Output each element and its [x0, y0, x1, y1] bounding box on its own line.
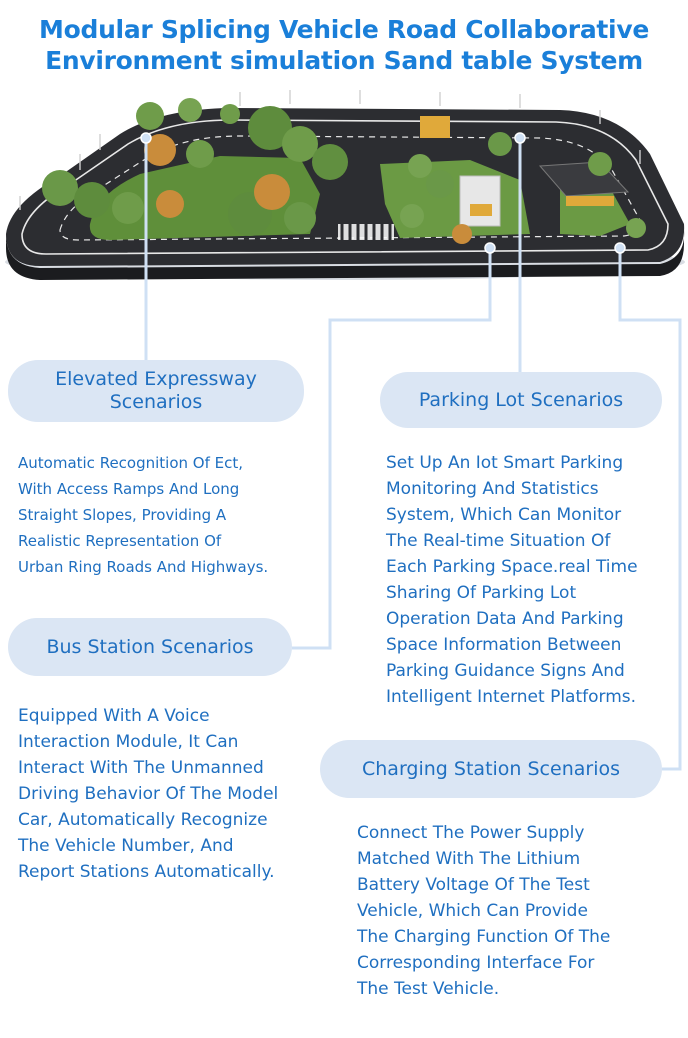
elevated-expressway-description: Automatic Recognition Of Ect, With Acces…	[18, 454, 269, 576]
page-title-line-2: Environment simulation Sand table System	[45, 46, 643, 75]
crosswalk	[338, 224, 394, 240]
parking-lot-description: Set Up An Iot Smart Parking Monitoring A…	[386, 453, 638, 707]
parking-lot-label: Parking Lot Scenarios	[380, 372, 662, 428]
bus-station-building	[459, 175, 501, 227]
street-lights	[19, 90, 641, 210]
bus-station-sign	[470, 204, 492, 216]
board-edge	[6, 230, 685, 280]
trees	[42, 98, 646, 244]
charging-station-description: Connect The Power Supply Matched With Th…	[357, 823, 611, 999]
yellow-building	[420, 116, 450, 138]
page-title: Modular Splicing Vehicle Road Collaborat…	[0, 14, 688, 76]
page-title-line-1: Modular Splicing Vehicle Road Collaborat…	[39, 15, 649, 44]
sand-table-illustration	[5, 90, 685, 280]
charging-station-label: Charging Station Scenarios	[320, 740, 662, 798]
bus-station-description: Equipped With A Voice Interaction Module…	[18, 706, 279, 882]
charging-station-bar	[566, 196, 614, 206]
bus-station-label: Bus Station Scenarios	[8, 618, 292, 676]
elevated-expressway-label: Elevated Expressway Scenarios	[8, 360, 304, 422]
